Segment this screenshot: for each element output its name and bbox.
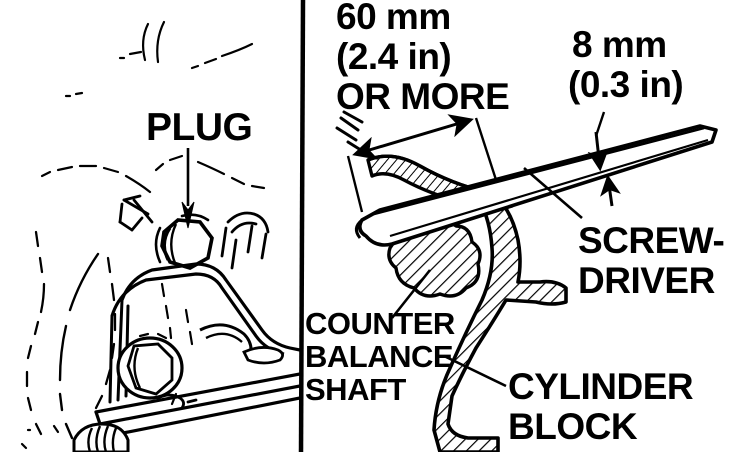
dimension-60mm-imperial-label: (2.4 in)	[336, 36, 452, 77]
lower-shaft-bore	[116, 336, 184, 400]
counter-balance-shaft-label-line1: COUNTER	[305, 306, 455, 341]
cylinder-block-leader-line	[443, 354, 507, 388]
screwdriver-label-line2: DRIVER	[578, 260, 715, 301]
block-left-edge	[25, 230, 46, 436]
block-pan-rail	[94, 372, 300, 438]
dimension-60mm-qualifier-label: OR MORE	[336, 76, 510, 117]
plug-recess	[154, 213, 210, 264]
background-sketch-strokes	[64, 20, 254, 98]
dimension-60mm-metric-label: 60 mm	[336, 0, 451, 37]
block-boss-right	[220, 211, 270, 270]
cylinder-block-label-line1: CYLINDER	[508, 366, 694, 407]
counter-balance-shaft-label-line3: SHAFT	[305, 372, 406, 407]
block-centerline-dashed	[160, 282, 194, 346]
block-lower-tab	[156, 393, 198, 410]
dimension-8mm-imperial-label: (0.3 in)	[568, 64, 684, 105]
bottom-boss-ribbed	[72, 422, 130, 452]
plug-leader-line	[181, 148, 195, 229]
block-upper-contour	[40, 154, 266, 194]
screwdriver-leader-line	[523, 167, 583, 219]
screwdriver-label-line1: SCREW-	[578, 220, 725, 261]
panel-divider	[298, 0, 306, 452]
dimension-60mm	[346, 114, 500, 213]
block-web-upper-left	[118, 194, 154, 232]
cylinder-block-web	[432, 194, 568, 452]
hex-plug	[160, 218, 214, 270]
block-body-curve-left	[58, 252, 100, 440]
engine-block-drawing	[20, 20, 300, 452]
block-oval-slot	[242, 346, 284, 365]
cylinder-block-label-line2: BLOCK	[508, 406, 638, 447]
plug-label: PLUG	[146, 106, 253, 149]
screwdriver-section-drawing	[335, 110, 718, 452]
bottom-left-sketch	[20, 424, 60, 450]
counter-balance-shaft-leader-line	[390, 269, 432, 319]
dimension-8mm-metric-label: 8 mm	[572, 24, 667, 65]
dimension-8mm	[587, 111, 621, 207]
counter-balance-shaft-label-line2: BALANCE	[305, 339, 454, 374]
